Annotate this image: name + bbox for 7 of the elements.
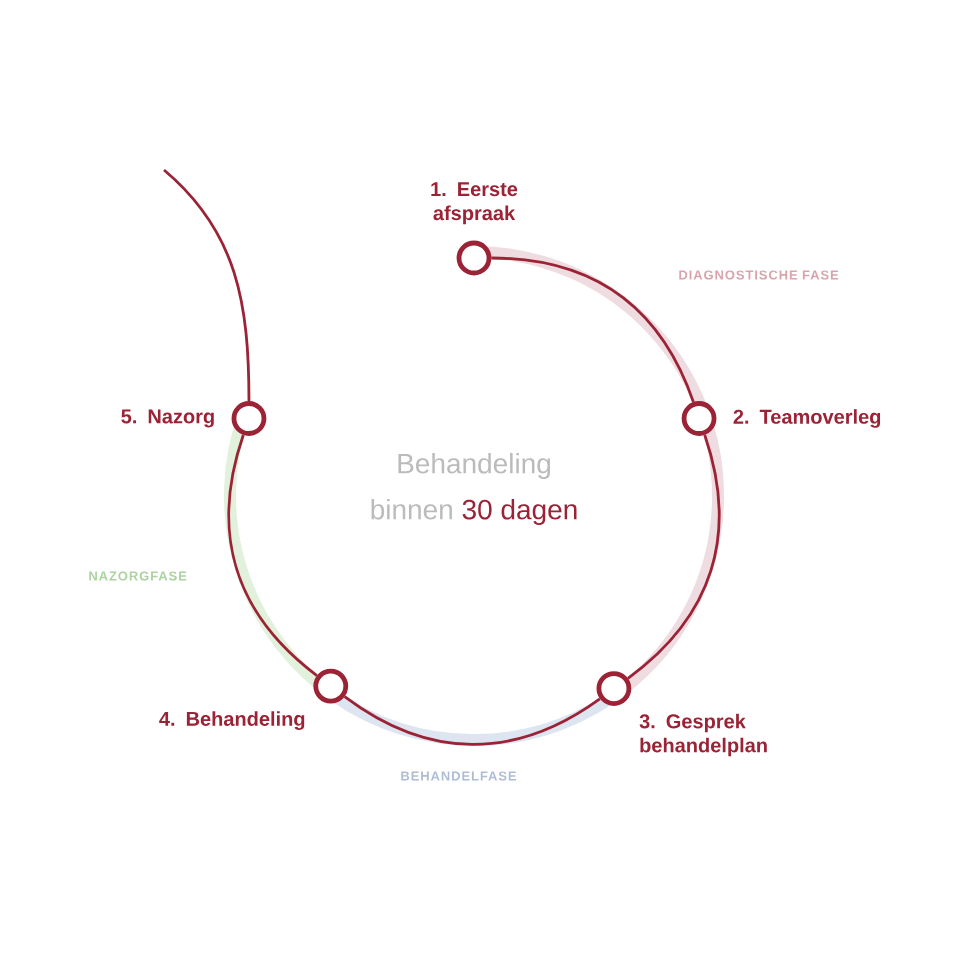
connector: [343, 695, 601, 746]
connector: [163, 168, 251, 402]
center-text: binnen 30 dagen: [371, 498, 577, 526]
connector: [627, 434, 721, 680]
connector: [491, 256, 695, 403]
center-text: Behandeling: [398, 452, 550, 480]
connector: [227, 434, 318, 677]
